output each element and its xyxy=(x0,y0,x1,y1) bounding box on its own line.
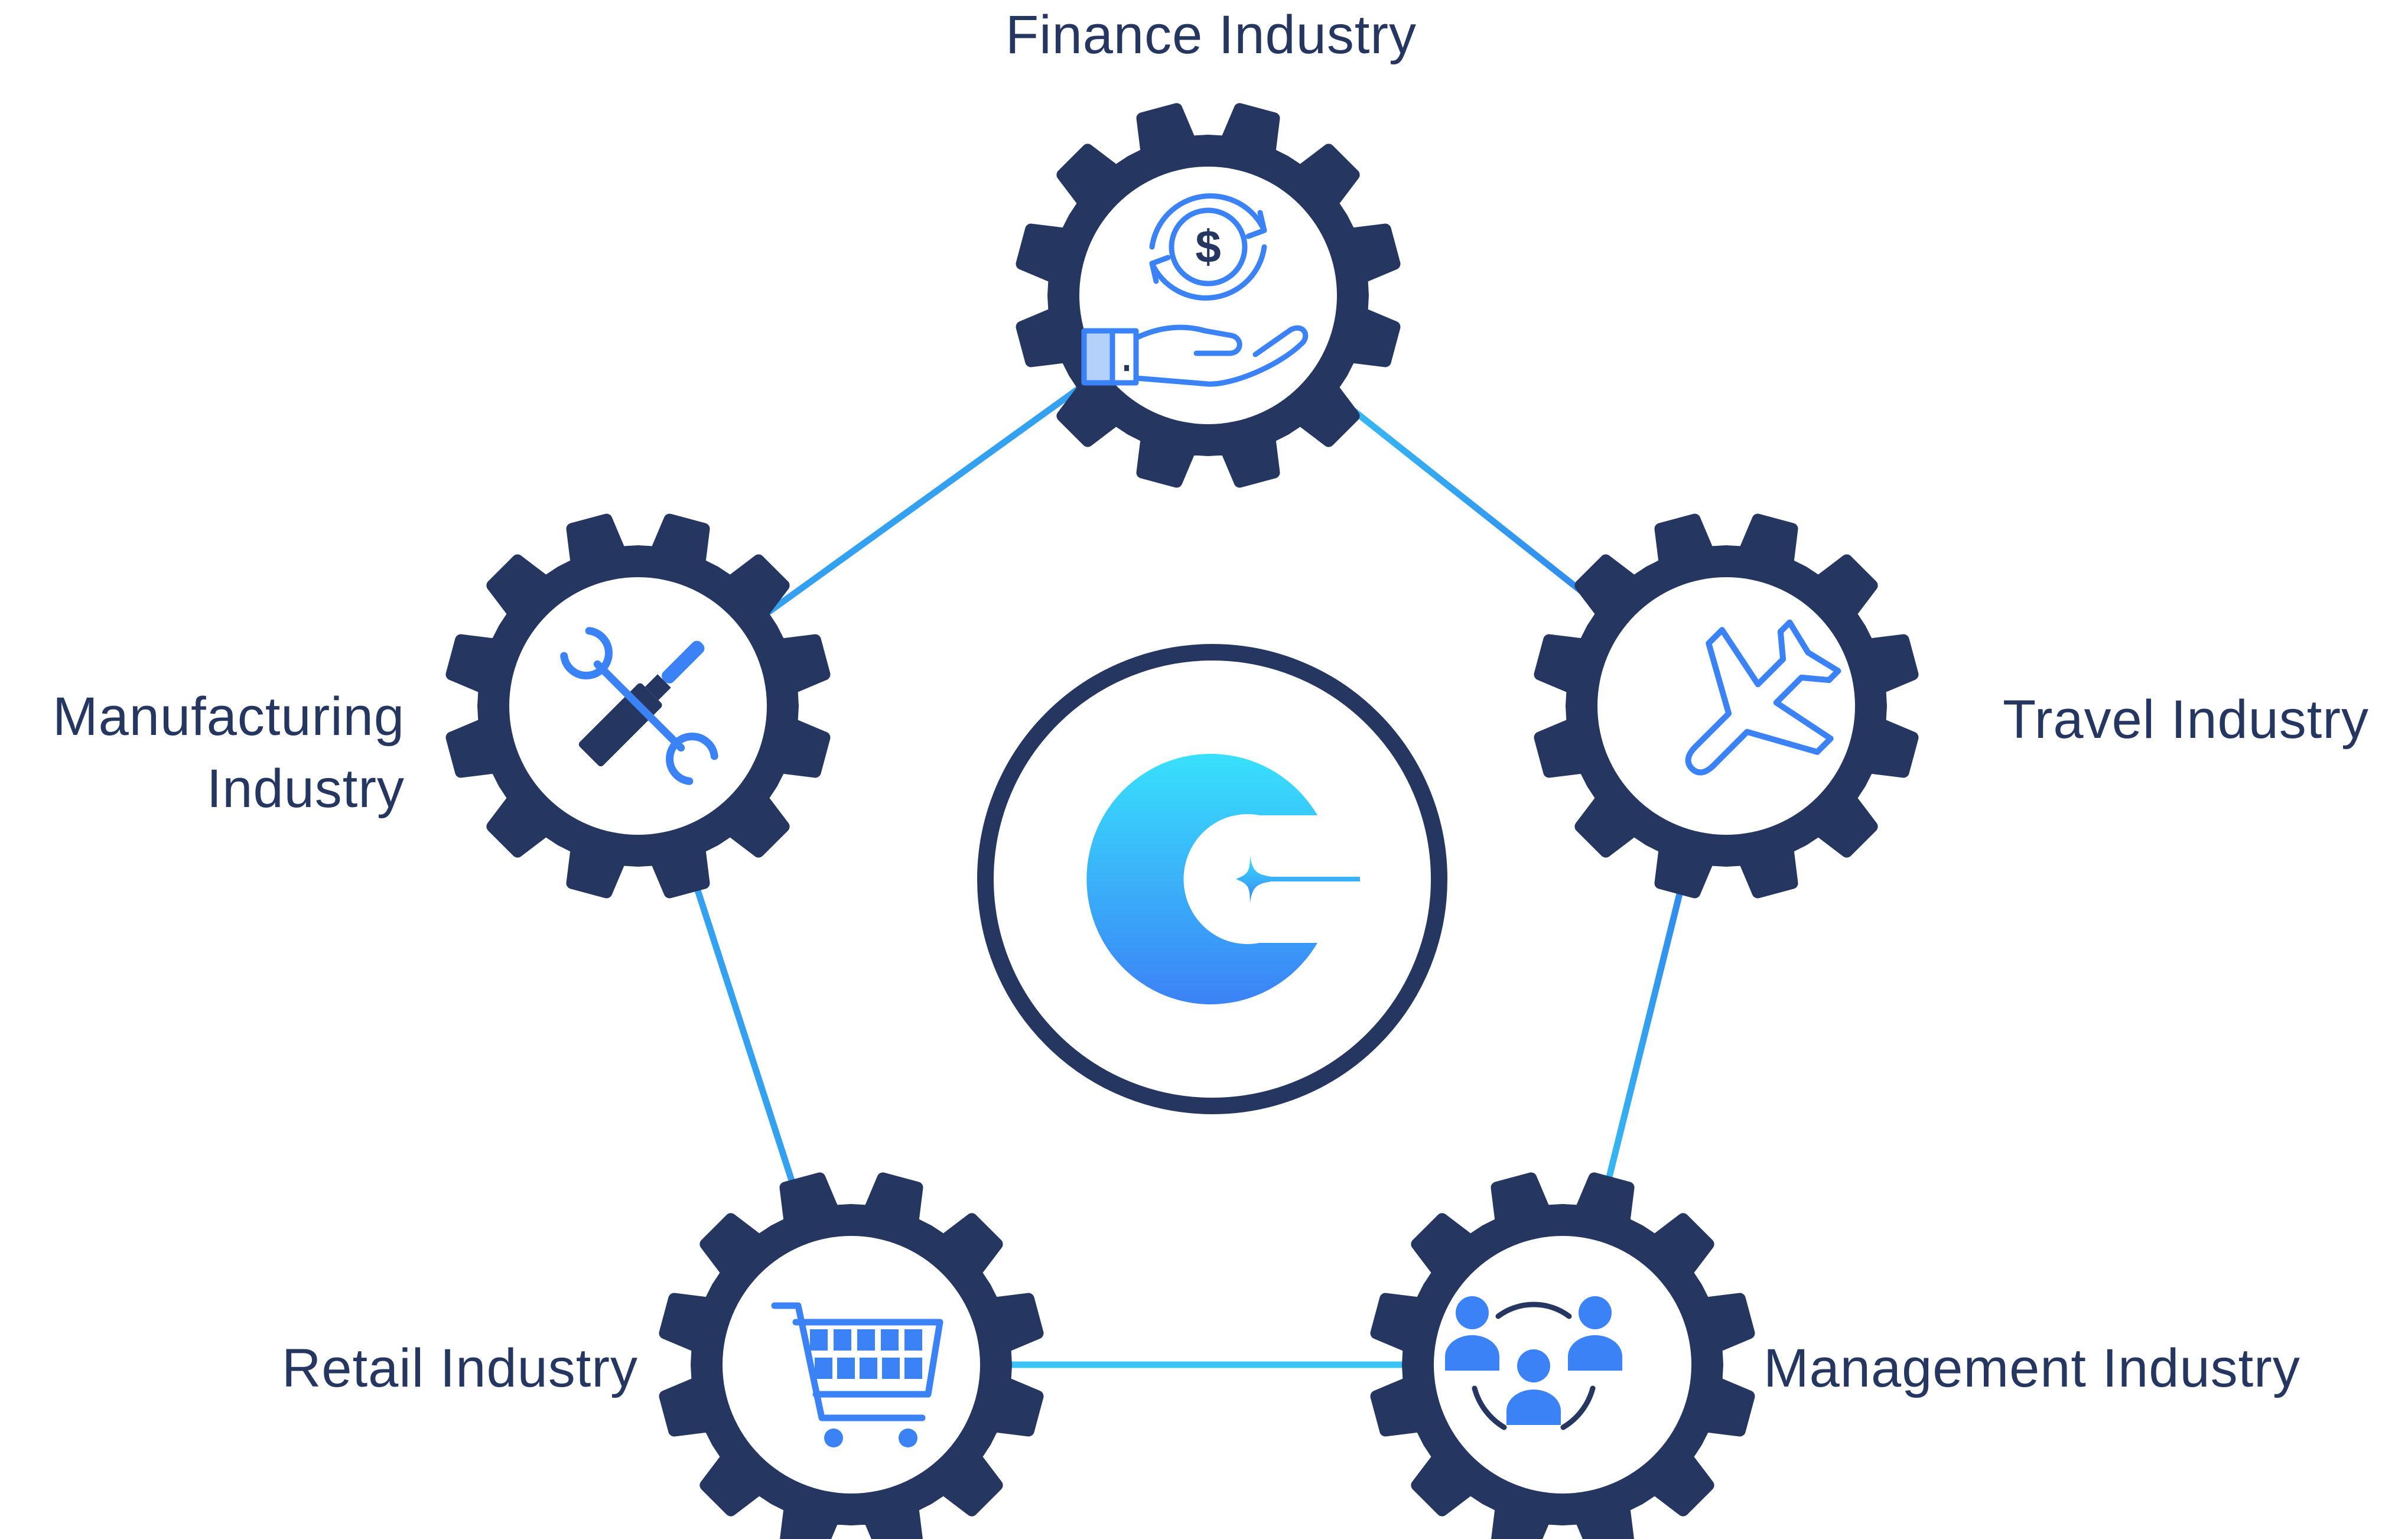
label-management-line: Management Industry xyxy=(1763,1338,2300,1398)
center-logo xyxy=(977,644,1447,1114)
team-cycle-icon xyxy=(1445,1296,1622,1430)
gear-management-hub xyxy=(1434,1236,1691,1494)
svg-text:$: $ xyxy=(1195,220,1221,272)
label-manufacturing-line-1: Manufacturing xyxy=(53,686,405,747)
gear-management xyxy=(1370,1172,1755,1539)
label-manufacturing: Manufacturing Industry xyxy=(0,681,405,825)
label-retail-line: Retail Industry xyxy=(281,1338,638,1398)
label-travel-line: Travel Industry xyxy=(2003,689,2370,750)
label-finance-line: Finance Industry xyxy=(1005,5,1417,65)
tools-icon xyxy=(560,627,718,785)
label-retail: Retail Industry xyxy=(165,1332,638,1404)
airplane-icon xyxy=(1685,619,1841,776)
label-management: Management Industry xyxy=(1763,1332,2402,1404)
shopping-cart-icon xyxy=(771,1302,943,1447)
money-hand-icon: $ xyxy=(1081,193,1309,387)
label-manufacturing-line-2: Industry xyxy=(206,759,405,819)
label-travel: Travel Industry xyxy=(2003,684,2404,756)
c-sparkle-logo-icon xyxy=(1086,754,1360,1004)
label-finance: Finance Industry xyxy=(975,0,1447,71)
